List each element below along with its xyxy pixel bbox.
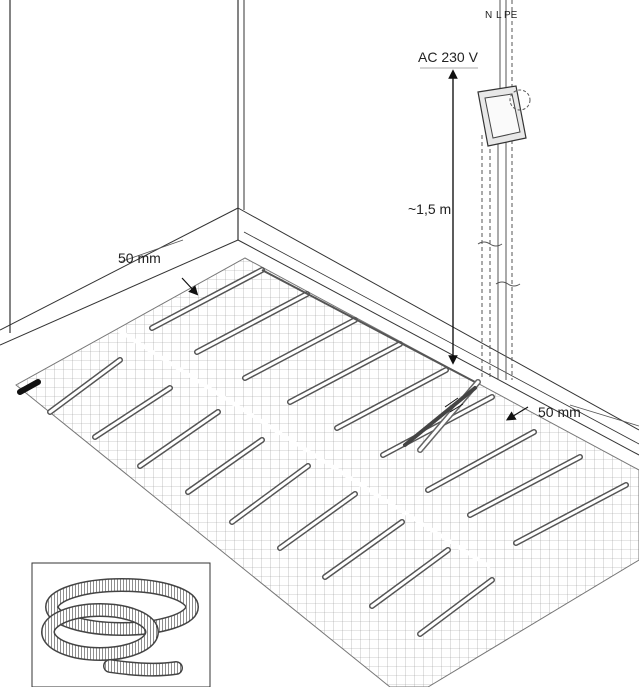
live-label: L — [496, 10, 502, 21]
neutral-label: N — [485, 10, 492, 21]
sensor-tube-inset — [31, 562, 211, 687]
cable-end-cap — [17, 379, 41, 395]
height-label: ~1,5 m — [408, 201, 451, 217]
earth-label: PE — [504, 10, 518, 21]
height-dimension — [420, 67, 478, 365]
heating-mat — [15, 257, 639, 687]
margin-right-label: 50 mm — [538, 404, 581, 420]
conduit — [477, 0, 521, 380]
heating-cable-inner — [48, 268, 628, 636]
thermostat — [477, 85, 531, 147]
margin-dimension-left — [119, 239, 199, 296]
room-walls — [0, 0, 639, 456]
margin-left-label: 50 mm — [118, 250, 161, 266]
coiled-tube-icon — [41, 578, 199, 677]
supply-voltage-label: AC 230 V — [418, 49, 479, 65]
cold-lead — [261, 269, 476, 383]
margin-dimension-right — [505, 404, 639, 427]
floor-sensor — [403, 379, 481, 453]
